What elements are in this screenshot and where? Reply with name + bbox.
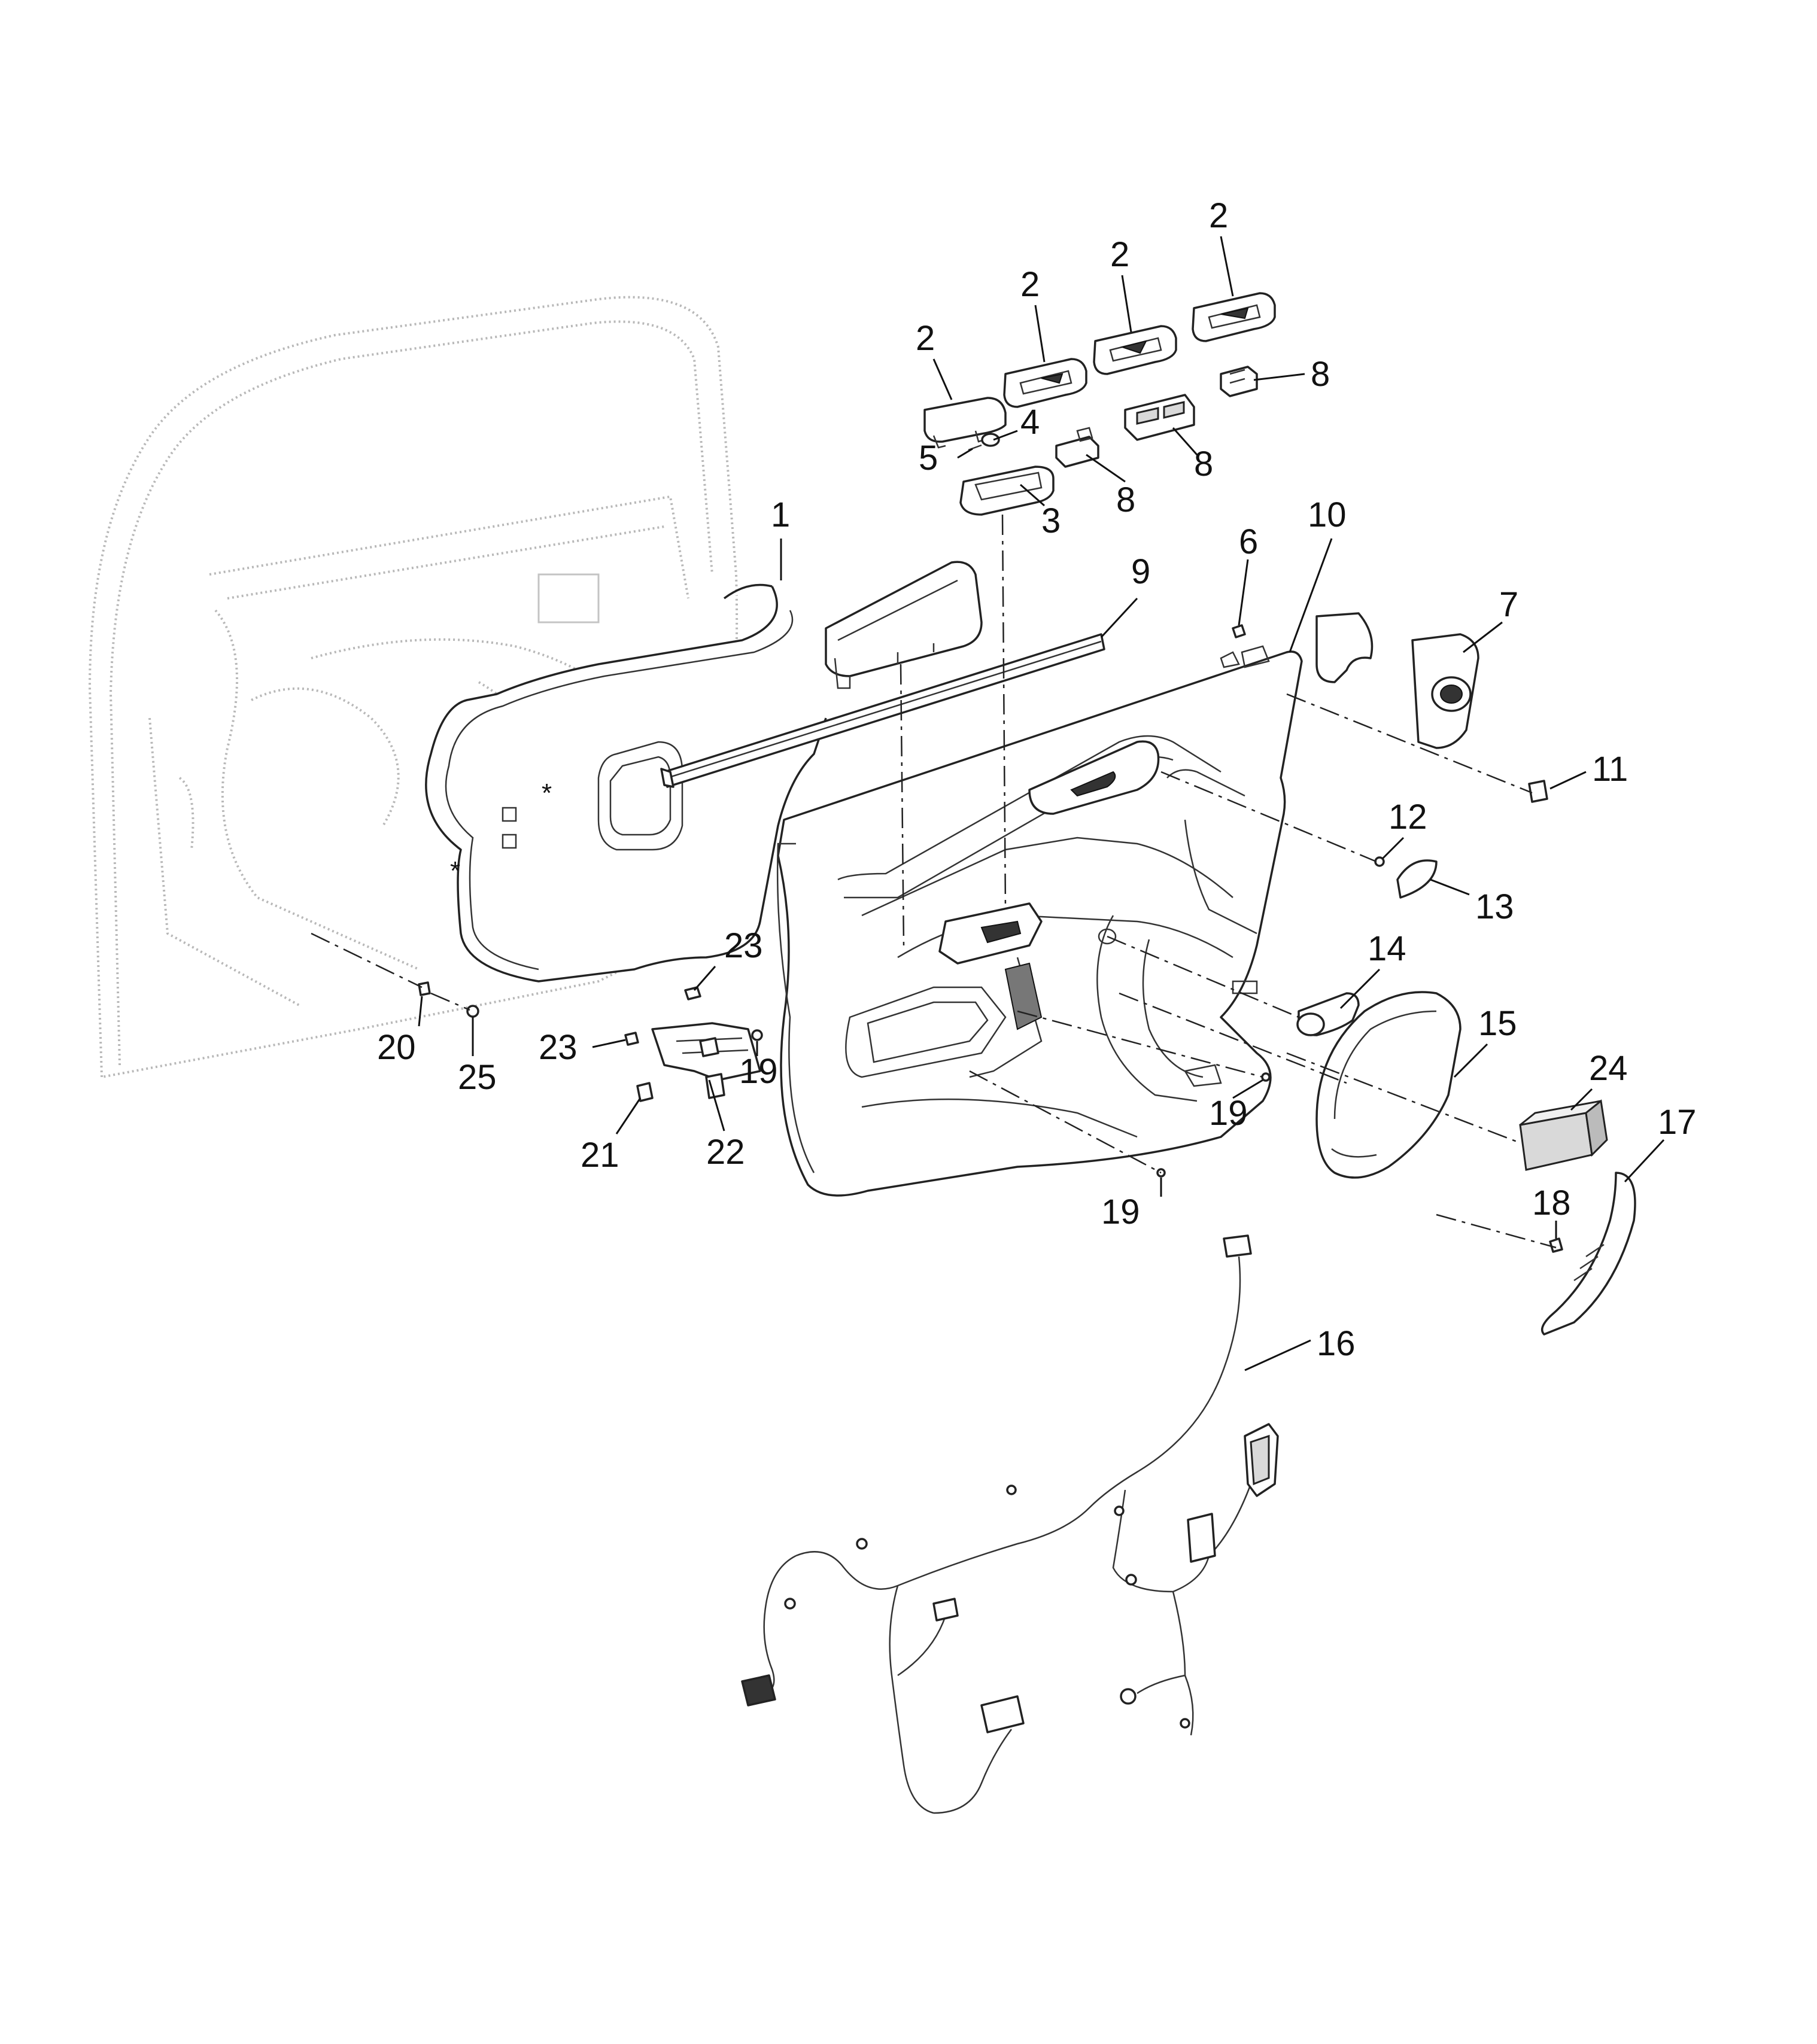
callout-17: 17	[1658, 1103, 1697, 1142]
callout-8c: 8	[1311, 355, 1330, 394]
callout-15: 15	[1478, 1004, 1517, 1043]
callout-4: 4	[1020, 403, 1040, 442]
callout-23a: 23	[724, 926, 763, 965]
cover-13	[1396, 859, 1438, 899]
callout-19c: 19	[1101, 1193, 1140, 1231]
trim-strip	[1540, 1172, 1636, 1336]
callout-2d: 2	[1209, 196, 1228, 235]
callout-13: 13	[1475, 887, 1514, 926]
callout-19a: 19	[739, 1052, 778, 1091]
callout-8a: 8	[1116, 480, 1135, 519]
screw-and-clip	[968, 433, 1000, 451]
door-trim-panel	[776, 645, 1303, 1197]
nut-25	[466, 1005, 479, 1018]
switch-bezels	[923, 292, 1276, 449]
speaker-grille	[1315, 991, 1462, 1179]
callout-25: 25	[458, 1058, 497, 1097]
callout-7: 7	[1499, 585, 1518, 624]
callout-5: 5	[919, 439, 938, 477]
leader-lines	[418, 236, 1665, 1371]
assembly-centerlines	[311, 514, 1557, 1249]
callout-16: 16	[1317, 1324, 1356, 1363]
callout-9: 9	[1131, 552, 1150, 591]
deflector-mark-1: *	[542, 778, 552, 808]
callout-12: 12	[1388, 798, 1427, 837]
callout-24: 24	[1589, 1049, 1628, 1088]
callout-22: 22	[706, 1133, 745, 1172]
mirror-trim	[1315, 612, 1479, 749]
wiring-harness	[741, 1234, 1279, 1814]
screw-19a	[751, 1029, 763, 1041]
belt-molding	[660, 633, 1105, 788]
callout-20: 20	[377, 1028, 416, 1067]
clip-20	[418, 981, 431, 996]
callout-11: 11	[1592, 750, 1628, 789]
deflector-mark-2: *	[450, 856, 460, 886]
pull-handle-bracket	[624, 986, 761, 1102]
clip-12	[1374, 856, 1385, 867]
window-switches	[1055, 366, 1258, 468]
callout-8b: 8	[1194, 445, 1213, 483]
retainer-clip	[1232, 624, 1246, 638]
callout-6: 6	[1239, 522, 1258, 561]
armrest-bracket	[825, 561, 983, 689]
callout-3: 3	[1041, 501, 1061, 540]
callout-labels: 1 2 2 2 2 3 4 5 6 7 8 8 8 9 10 11 12 13 …	[377, 196, 1697, 1363]
callout-2c: 2	[1110, 235, 1129, 274]
screw-19b	[1261, 1072, 1271, 1082]
callout-2a: 2	[916, 319, 935, 358]
foam-block	[1519, 1099, 1608, 1171]
callout-23b: 23	[539, 1028, 578, 1067]
callout-21: 21	[581, 1136, 619, 1175]
callout-18: 18	[1532, 1184, 1571, 1222]
callout-2b: 2	[1020, 265, 1040, 304]
water-deflector: * *	[425, 583, 827, 983]
callout-19b: 19	[1209, 1094, 1248, 1133]
courtesy-lamp	[1296, 992, 1360, 1036]
pad-11	[1528, 780, 1548, 803]
callout-1: 1	[771, 495, 790, 534]
inside-handle-bezel	[959, 466, 1055, 516]
callout-14: 14	[1368, 929, 1406, 968]
clip-18	[1549, 1237, 1563, 1253]
callout-10: 10	[1308, 495, 1347, 534]
